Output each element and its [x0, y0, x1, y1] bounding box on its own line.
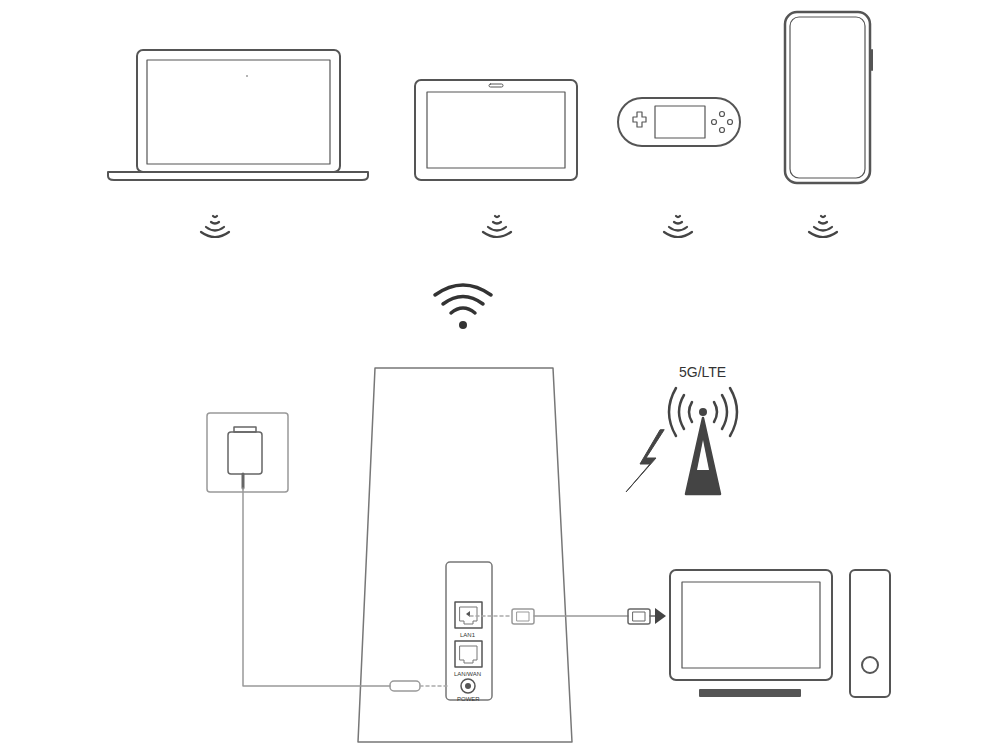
- ethernet-cable: [470, 608, 666, 624]
- cell-tower: [669, 388, 737, 494]
- port-label: LAN/WAN: [454, 671, 481, 677]
- laptop-icon: [108, 50, 368, 180]
- tablet-icon: [415, 80, 577, 180]
- desktop-computer: [670, 570, 890, 697]
- port-label: POWER: [457, 696, 480, 702]
- phone-icon: [785, 12, 872, 183]
- power-adapter: [207, 413, 450, 691]
- wifi-small-symbols: [201, 216, 837, 237]
- wifi-symbol: [435, 285, 491, 329]
- game-console-icon: [618, 98, 740, 146]
- port-label: LAN1: [460, 632, 475, 638]
- router-body: [358, 368, 572, 742]
- lightning-bolt: [626, 430, 664, 492]
- network-label: 5G/LTE: [679, 365, 726, 379]
